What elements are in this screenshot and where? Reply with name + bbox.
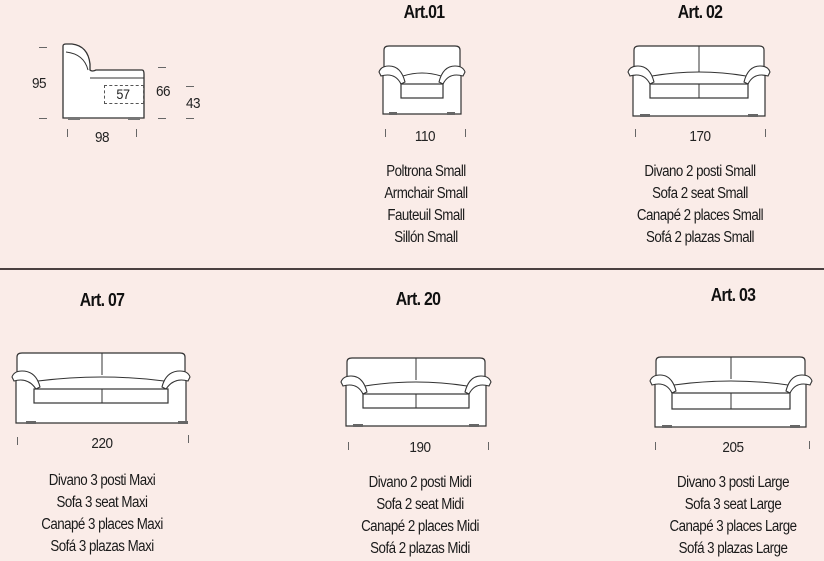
sofa-3-seat-maxi-drawing [11,352,191,424]
armchair-drawing [378,45,466,115]
dim-depth: 98 [94,129,110,146]
dim-tick [186,118,194,119]
name-es: Sillón Small [394,229,458,246]
side-view-drawing [62,43,145,120]
product-code: Art. 03 [710,285,756,305]
product-names: Divano 2 posti Midi Sofa 2 seat Midi Can… [343,472,498,560]
name-fr: Fauteuil Small [387,207,465,224]
product-width: 170 [689,128,711,145]
product-names: Poltrona Small Armchair Small Fauteuil S… [357,161,495,249]
dim-tick [158,118,166,119]
dim-tick [465,129,466,137]
dim-tick [765,129,766,137]
name-fr: Canapé 2 places Small [636,207,764,224]
dim-seat-depth: 57 [116,86,130,102]
dim-tick [136,129,137,137]
dim-tick [809,441,810,449]
name-en: Sofa 2 seat Small [652,185,748,202]
dim-tick [17,437,18,445]
seat-depth-box [104,85,144,104]
dim-arm-height: 66 [155,83,171,100]
name-it: Divano 3 posti Large [677,474,789,491]
dim-tick [39,47,47,48]
name-en: Armchair Small [384,185,468,202]
name-en: Sofa 3 seat Large [684,496,782,513]
name-es: Sofá 2 plazas Midi [370,540,470,557]
dim-tick [39,118,47,119]
dim-tick [635,129,636,137]
section-divider [0,268,824,270]
dim-tick [188,435,189,443]
sofa-2-seat-midi-drawing [340,357,492,427]
name-en: Sofa 2 seat Midi [376,496,464,513]
product-width: 220 [91,435,113,452]
dim-seat-height: 43 [185,95,201,112]
name-en: Sofa 3 seat Maxi [56,494,148,511]
product-code: Art. 20 [395,289,441,309]
product-width: 205 [722,439,744,456]
dim-tick [385,129,386,137]
dim-tick [158,67,166,68]
dim-tick [348,442,349,450]
product-width: 110 [414,128,436,145]
dim-tick [655,442,656,450]
name-es: Sofá 3 plazas Maxi [50,538,154,555]
sofa-2-seat-drawing [627,45,771,117]
product-code: Art. 02 [677,2,723,22]
name-fr: Canapé 3 places Large [669,518,797,535]
product-width: 190 [409,439,431,456]
side-view-diagram: 95 57 66 43 98 [0,0,220,160]
name-it: Divano 2 posti Small [644,163,756,180]
dim-tick [488,442,489,450]
dim-tick [67,129,68,137]
product-names: Divano 3 posti Maxi Sofa 3 seat Maxi Can… [33,470,171,558]
product-names: Divano 3 posti Large Sofa 3 seat Large C… [656,472,811,560]
name-es: Sofá 2 plazas Small [645,229,755,246]
dim-total-height: 95 [31,75,47,92]
product-code: Art.01 [403,2,445,22]
name-fr: Canapé 3 places Maxi [41,516,163,533]
product-names: Divano 2 posti Small Sofa 2 seat Small C… [623,161,778,249]
name-es: Sofá 3 plazas Large [678,540,788,557]
name-it: Divano 3 posti Maxi [48,472,156,489]
dim-tick [186,86,194,87]
sofa-3-seat-large-drawing [649,356,813,428]
name-it: Poltrona Small [386,163,466,180]
name-it: Divano 2 posti Midi [368,474,472,491]
name-fr: Canapé 2 places Midi [361,518,479,535]
product-code: Art. 07 [79,290,125,310]
